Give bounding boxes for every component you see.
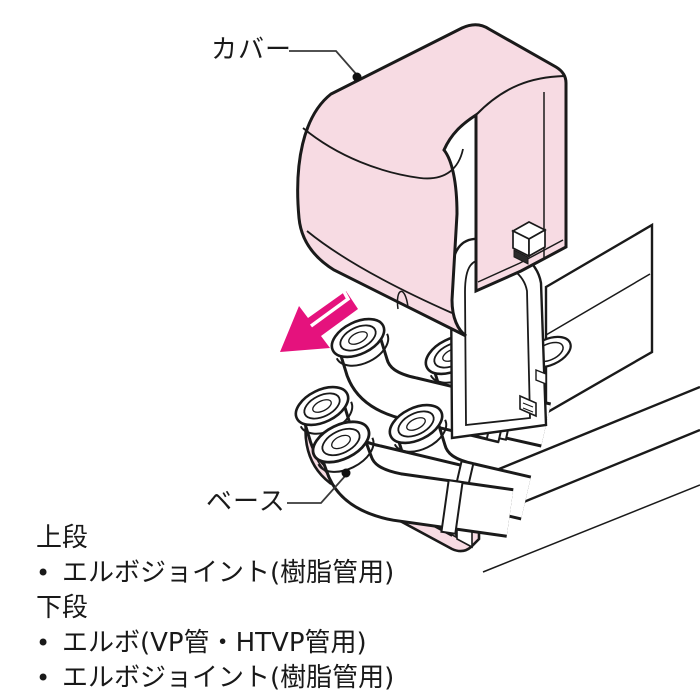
- parts-note: 上段 • エルボジョイント(樹脂管用) 下段 • エルボ(VP管・HTVP管用)…: [36, 521, 394, 696]
- note-item-text: エルボ(VP管・HTVP管用): [62, 628, 367, 658]
- base-label: ベース: [206, 487, 286, 517]
- cover-leader-line: [289, 50, 362, 82]
- bullet-icon: •: [36, 559, 51, 587]
- note-item: • エルボ(VP管・HTVP管用): [36, 626, 394, 661]
- cover-clip: [511, 221, 547, 265]
- duct-right-illustration: [544, 222, 654, 416]
- cover-label: カバー: [211, 35, 293, 65]
- down-left-arrow-icon: [280, 285, 358, 352]
- bullet-icon: •: [36, 629, 51, 657]
- note-header-upper: 上段: [36, 523, 89, 553]
- cover-illustration: [296, 23, 568, 338]
- elbow-joint-upper-1: [330, 317, 511, 444]
- note-header-lower: 下段: [36, 593, 89, 623]
- note-item: • エルボジョイント(樹脂管用): [36, 661, 394, 696]
- base-leader-line: [287, 468, 351, 504]
- elbow-vp-front: [311, 420, 514, 538]
- note-item: • エルボジョイント(樹脂管用): [36, 556, 394, 591]
- note-item-text: エルボジョイント(樹脂管用): [62, 558, 395, 588]
- note-item-text: エルボジョイント(樹脂管用): [62, 663, 395, 693]
- bullet-icon: •: [36, 664, 51, 692]
